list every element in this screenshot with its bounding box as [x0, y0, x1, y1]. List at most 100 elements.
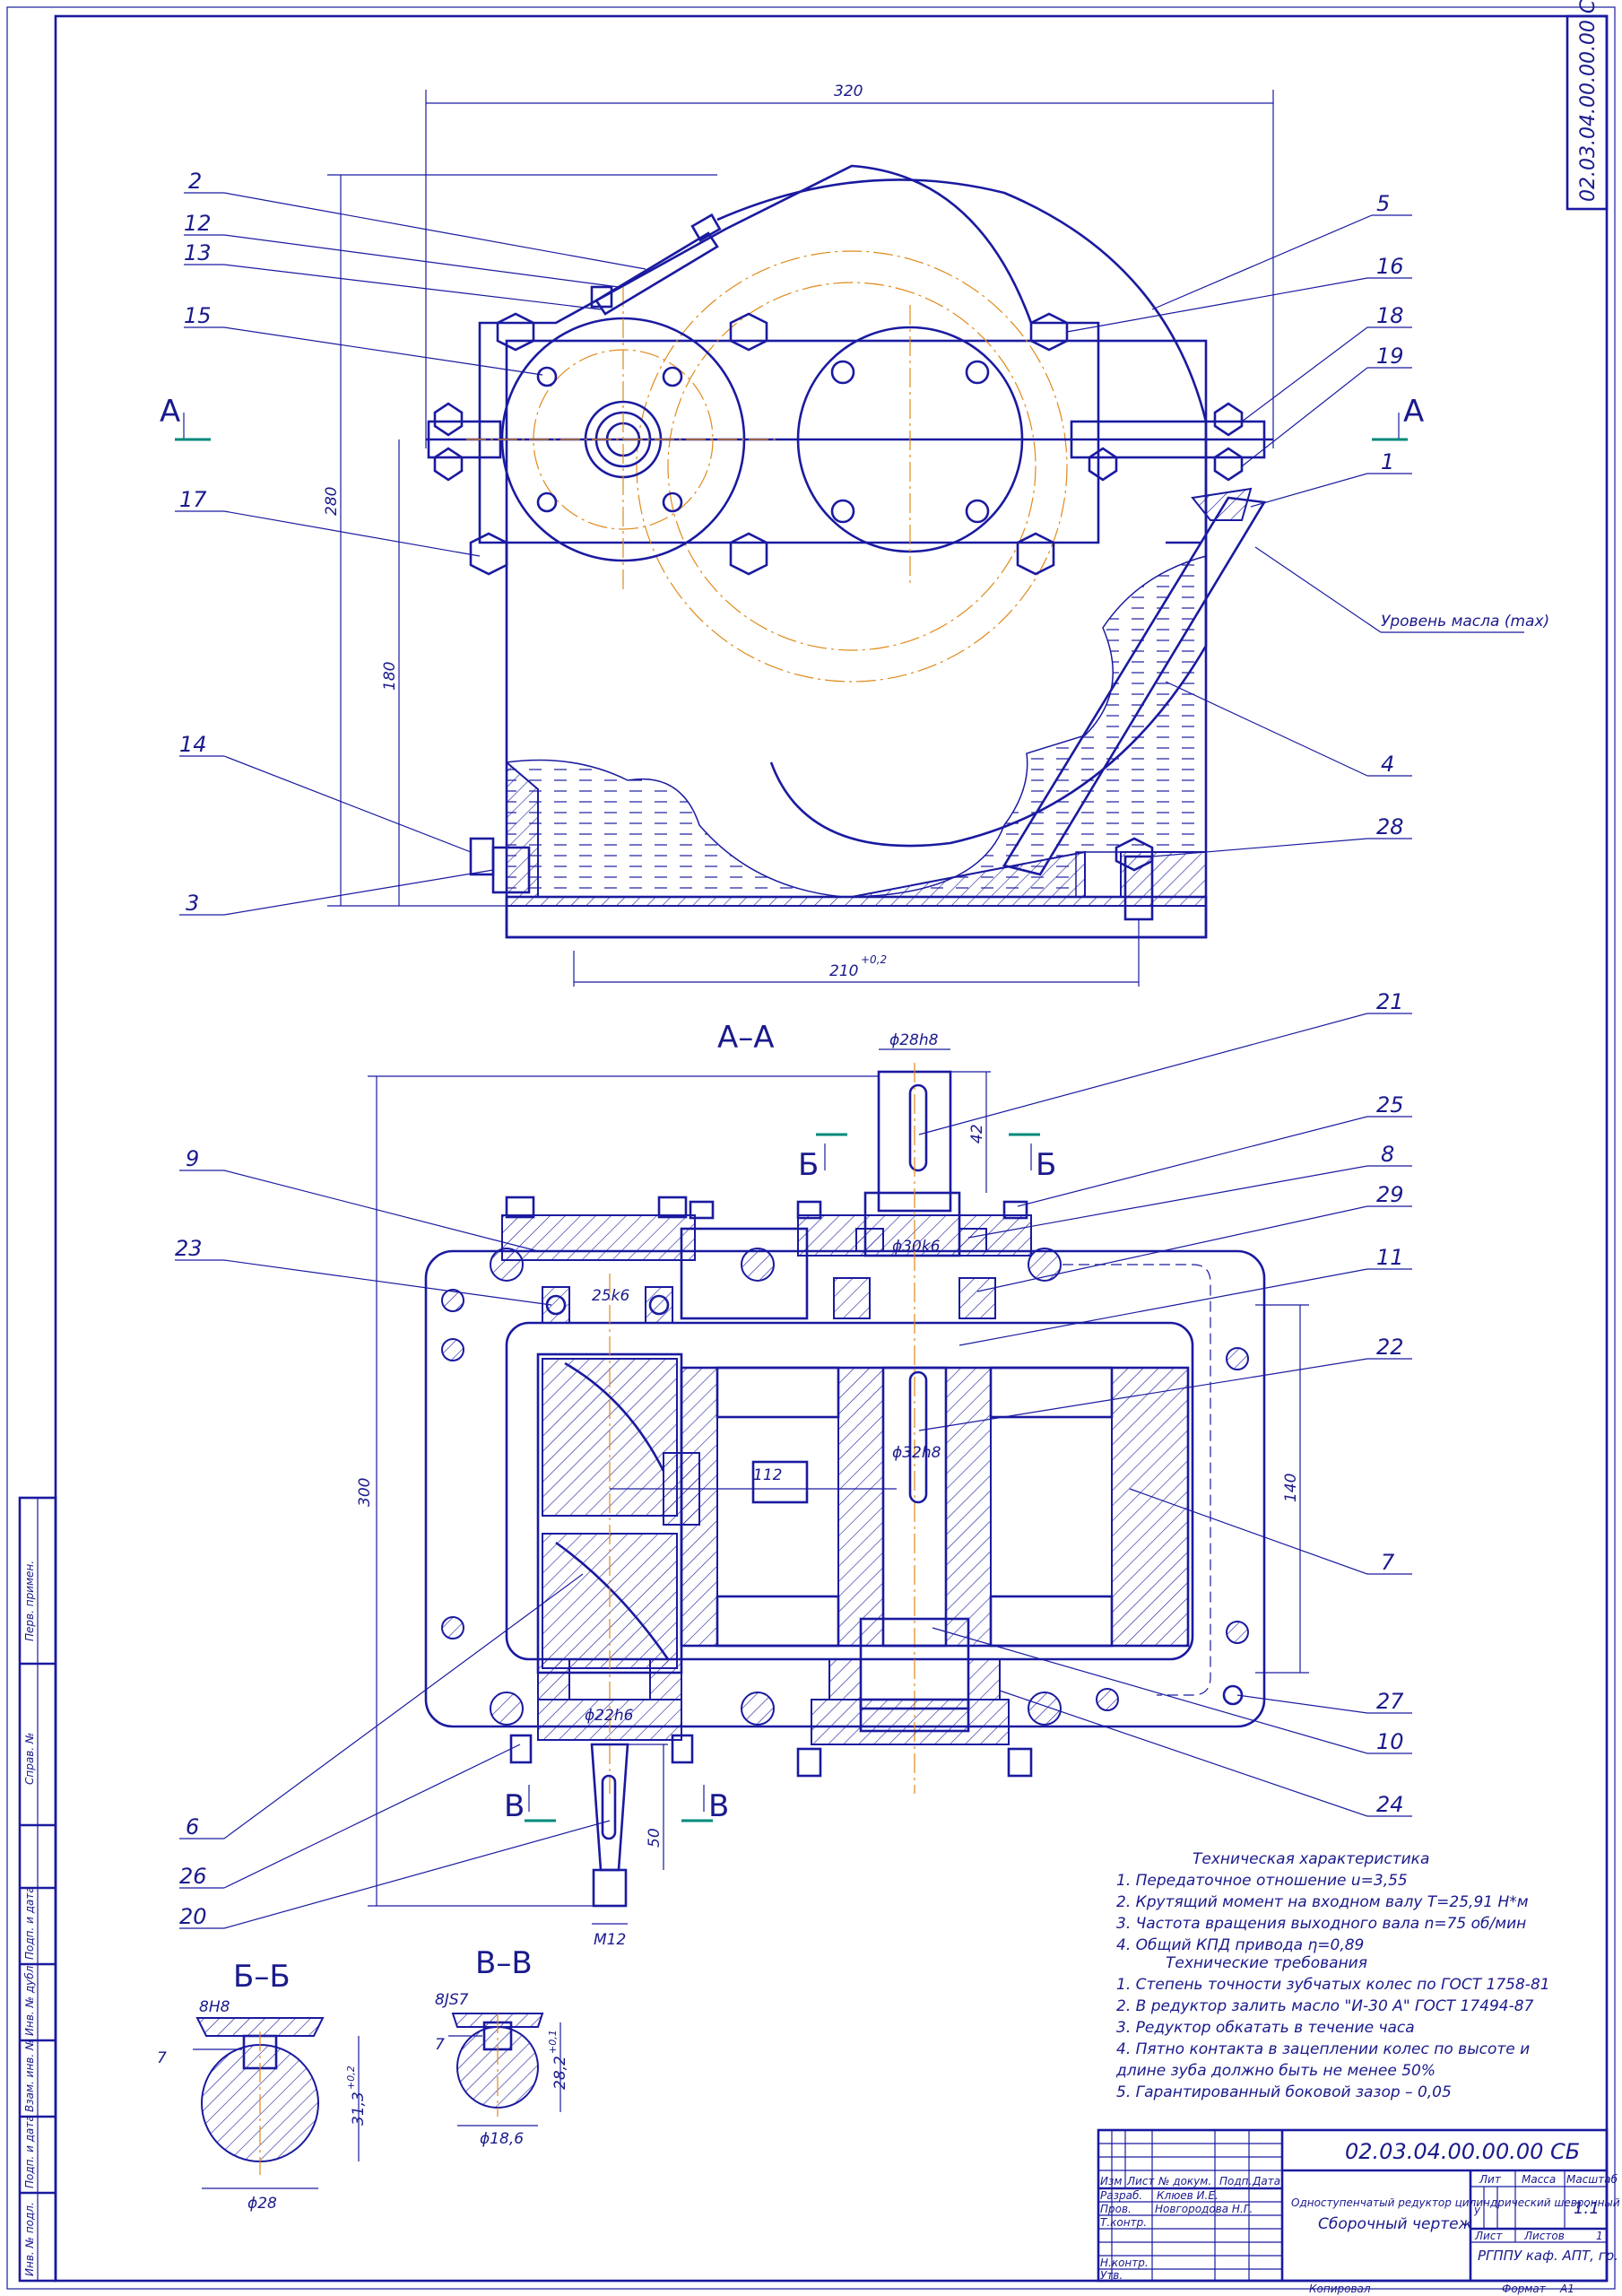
section-bb-title: Б–Б [233, 1959, 291, 1995]
dim-320: 320 [834, 83, 863, 100]
section-vv-title: В–В [475, 1945, 533, 1981]
dim-112: 112 [753, 1466, 782, 1484]
tech-req-6: 5. Гарантированный боковой зазор – 0,05 [1116, 2083, 1452, 2101]
tb-organization: РГППУ каф. АПТ, гр. ТО-301 [1478, 2248, 1622, 2264]
dim-d28-bb: ϕ28 [247, 2195, 277, 2213]
dim-7-bb: 7 [157, 2049, 167, 2067]
tb-format: Формат [1502, 2283, 1547, 2295]
dim-28-2: 28,2 [551, 2056, 569, 2090]
tb-razrab-name: Клюев И.Е. [1157, 2189, 1219, 2202]
section-a-left: А [160, 394, 180, 430]
side-col-1: Перв. примен. [23, 1561, 36, 1641]
dim-d18-6: ϕ18,6 [480, 2130, 524, 2148]
part-2: 2 [188, 169, 202, 194]
dim-210-tol: +0,2 [861, 953, 887, 966]
part-24: 24 [1376, 1792, 1404, 1817]
side-col-3: Подп. и дата [23, 1886, 36, 1960]
part-13: 13 [184, 240, 212, 265]
part-4: 4 [1381, 752, 1394, 777]
tb-title: Одноступенчатый редуктор цилиндрический … [1291, 2196, 1620, 2209]
part-16: 16 [1376, 254, 1404, 279]
part-27: 27 [1376, 1689, 1404, 1714]
tech-char-2: 2. Крутящий момент на входном валу T=25,… [1116, 1893, 1529, 1911]
tb-code: 02.03.04.00.00.00 СБ [1345, 2139, 1580, 2164]
part-12: 12 [184, 211, 212, 236]
dim-d28h8: ϕ28h8 [889, 1031, 939, 1049]
side-col-4: Инв. № дубл. [23, 1962, 36, 2036]
tb-scale-value: 1:1 [1574, 2199, 1600, 2218]
section-v-left: В [504, 1788, 525, 1824]
section-v-right: В [708, 1788, 729, 1824]
tb-copied: Копировал [1309, 2283, 1371, 2295]
section-bb: Б–Б 8H8 7 31,3 +0,2 ϕ28 [157, 1959, 368, 2213]
side-stamp: Перв. примен. Справ. № Подп. и дата Инв.… [18, 1496, 57, 2283]
part-11: 11 [1376, 1245, 1404, 1270]
side-col-5: Взам. инв. № [23, 2039, 36, 2112]
dim-8js7: 8JS7 [435, 1991, 469, 2009]
dim-7-vv: 7 [435, 2036, 445, 2054]
tech-char-1: 1. Передаточное отношение u=3,55 [1116, 1872, 1408, 1890]
dim-d22h6: ϕ22h6 [585, 1707, 634, 1725]
dim-28-2-tol: +0,1 [547, 2030, 559, 2054]
sheet-frame [6, 6, 1616, 2290]
section-b-right: Б [1036, 1147, 1056, 1183]
section-a-right: А [1403, 394, 1424, 430]
dim-m12: M12 [594, 1931, 626, 1949]
tb-sheets-value: 1 [1596, 2230, 1603, 2242]
part-18: 18 [1376, 303, 1404, 328]
plan-view: А–А ϕ28h8 42 25k6 ϕ30k6 [356, 1020, 1309, 1949]
dim-180: 180 [381, 662, 399, 691]
part-8: 8 [1381, 1142, 1394, 1167]
part-15: 15 [184, 303, 212, 328]
dim-140: 140 [1282, 1474, 1300, 1502]
vertical-code: 02.03.04.00.00.00 СБ [1577, 0, 1600, 202]
part-25: 25 [1376, 1092, 1404, 1118]
tb-list: Лист [1126, 2175, 1155, 2187]
tech-req-5: длине зуба должно быть не менее 50% [1115, 2062, 1436, 2080]
section-aa-title: А–А [717, 1020, 775, 1056]
dim-8h8: 8H8 [199, 1998, 230, 2016]
side-col-7: Инв. № подл. [23, 2202, 36, 2276]
section-b-left: Б [798, 1147, 819, 1183]
vertical-code-box: 02.03.04.00.00.00 СБ [1566, 0, 1609, 211]
tech-req-2: 2. В редуктор залить масло "И-30 А" ГОСТ… [1116, 1997, 1534, 2015]
tb-podp: Подп. [1219, 2175, 1252, 2187]
dim-42: 42 [968, 1124, 986, 1144]
part-5: 5 [1376, 191, 1390, 216]
side-col-2: Справ. № [23, 1733, 36, 1785]
dim-210: 210 [829, 962, 858, 980]
part-29: 29 [1376, 1182, 1404, 1207]
tb-razrab: Разраб. [1100, 2189, 1142, 2202]
tech-req-4: 4. Пятно контакта в зацеплении колес по … [1116, 2040, 1530, 2058]
side-col-6: Подп. и дата [23, 2115, 36, 2188]
tb-izm: Изм [1100, 2175, 1122, 2187]
tb-prov-name: Новгородова Н.Г. [1155, 2203, 1253, 2215]
front-view: 320 [160, 83, 1549, 987]
tb-scale: Масштаб [1566, 2173, 1618, 2186]
title-block: Изм Лист № докум. Подп. Дата Разраб. Клю… [1097, 2128, 1622, 2295]
tech-req-1: 1. Степень точности зубчатых колес по ГО… [1116, 1976, 1550, 1994]
part-26: 26 [179, 1864, 207, 1889]
part-28: 28 [1376, 814, 1404, 839]
part-leaders: 2 12 13 15 17 14 3 5 16 18 19 1 4 28 9 2… [175, 169, 1412, 1929]
tb-lit: Лит [1479, 2173, 1502, 2186]
dim-31-3: 31,3 [350, 2092, 368, 2126]
dim-50: 50 [646, 1828, 664, 1848]
section-vv: В–В 8JS7 7 28,2 +0,1 ϕ18,6 [435, 1945, 569, 2148]
part-22: 22 [1376, 1335, 1404, 1360]
tech-req-title: Технические требования [1166, 1954, 1367, 1972]
tb-format-value: А1 [1559, 2283, 1574, 2295]
part-7: 7 [1381, 1550, 1395, 1575]
tb-nkontr: Н.контр. [1100, 2257, 1149, 2269]
technical-notes: Техническая характеристика 1. Передаточн… [1115, 1850, 1550, 2101]
dim-25k6: 25k6 [592, 1287, 629, 1305]
tb-subtitle: Сборочный чертеж [1318, 2215, 1473, 2233]
dim-31-3-tol: +0,2 [345, 2066, 357, 2090]
dim-280: 280 [323, 487, 341, 516]
tb-sheets: Листов [1523, 2230, 1565, 2242]
part-21: 21 [1376, 989, 1404, 1014]
dim-d30k6: ϕ30k6 [892, 1238, 941, 1256]
part-10: 10 [1376, 1729, 1404, 1754]
part-23: 23 [175, 1236, 203, 1261]
